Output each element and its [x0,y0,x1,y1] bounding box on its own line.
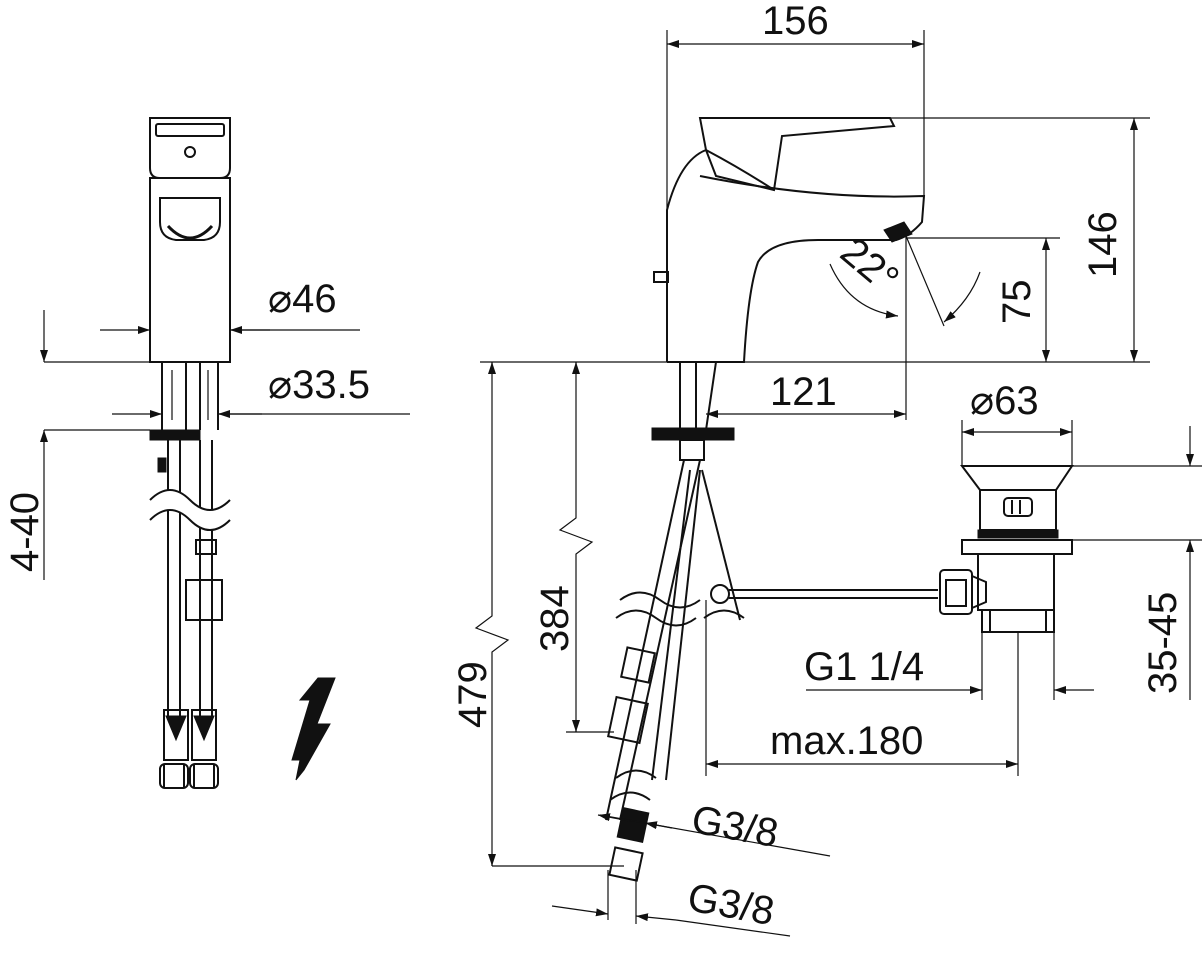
front-body [149,177,231,363]
dim-height: 146 [1081,211,1125,278]
dim-waste-height: 35-45 [1141,592,1185,694]
dim-deck-thickness: 4-40 [3,492,47,572]
dim-hose-length: 384 [533,585,577,652]
dim-hose-thread-upper: G3/8 [688,798,781,856]
front-dimensions: ⌀46 ⌀33.5 4-40 [3,277,410,580]
front-aerator [159,197,221,241]
front-nut [149,429,201,441]
side-nut [651,427,735,441]
dim-spout-height: 75 [995,280,1039,325]
dim-hose-thread-lower: G3/8 [684,876,777,934]
side-dimensions: 156 146 75 22° 121 ⌀63 35-45 [451,0,1202,937]
dim-waste-thread: G1 1/4 [804,645,924,689]
dim-spout-reach: 121 [770,370,837,414]
dim-hose-length-total: 479 [451,661,495,728]
lightning-bolt-icon [291,677,336,781]
dim-body-diameter: ⌀46 [268,277,337,321]
dim-spout-length: 156 [762,0,829,43]
dim-waste-diameter: ⌀63 [970,379,1039,423]
waste-valve [939,465,1074,633]
front-view [149,117,231,789]
dim-base-diameter: ⌀33.5 [268,363,370,407]
dim-pull-rod-length: max.180 [770,719,923,763]
side-view [605,117,938,882]
side-body [666,117,896,362]
